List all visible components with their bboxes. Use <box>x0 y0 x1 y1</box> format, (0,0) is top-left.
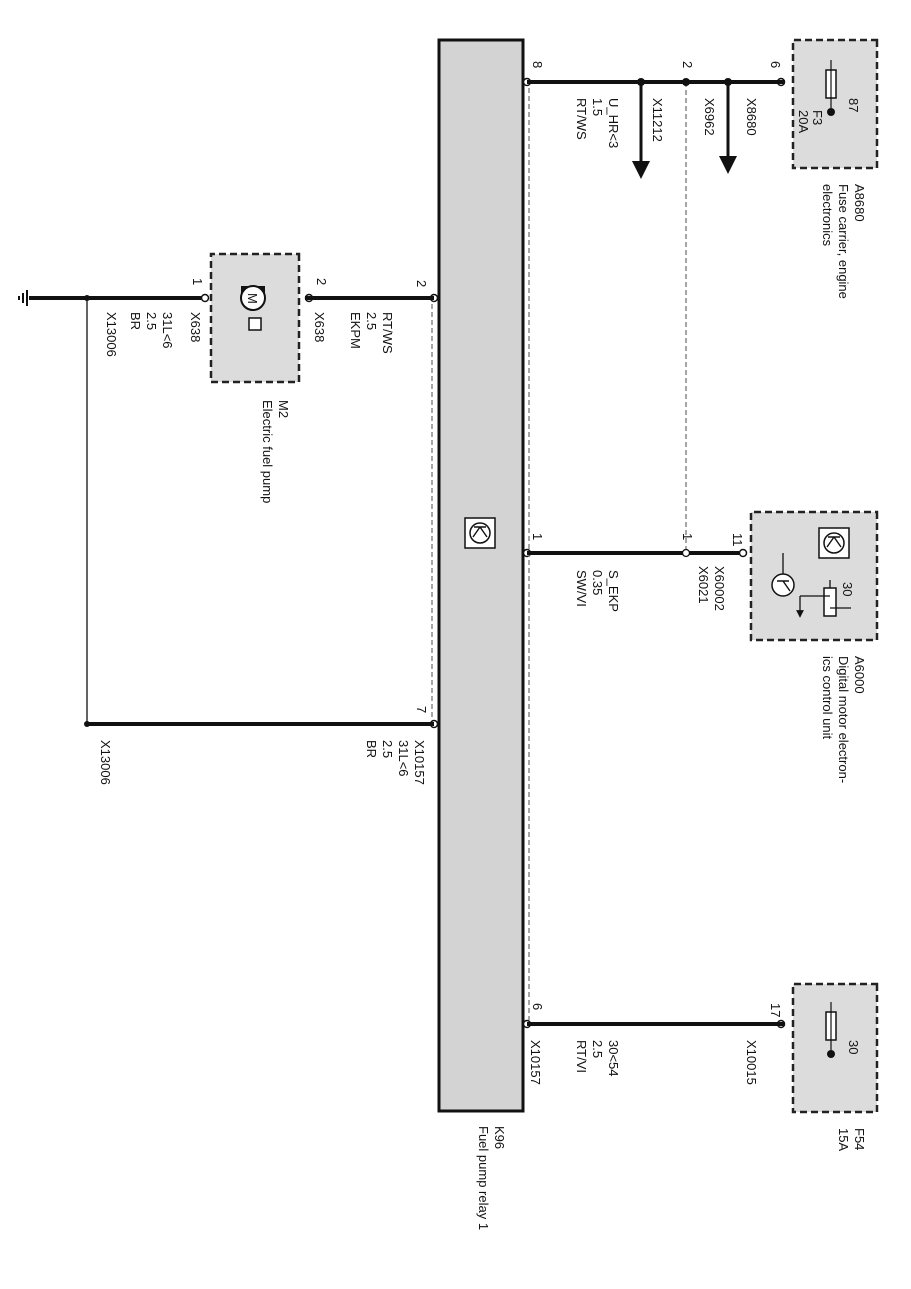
fuse-f3-id: F3 <box>810 110 825 125</box>
fuse-f54: 30 F54 15A 17 X10015 <box>744 982 879 1151</box>
wire-ekpm-signal: EKPM <box>348 312 363 349</box>
pump-id: M2 <box>276 400 291 418</box>
transistor-icon <box>818 527 850 559</box>
fuse-icon <box>825 60 837 116</box>
wire-pump-ground-color: BR <box>128 312 143 330</box>
wire-s-ekp-size: 0.35 <box>590 570 605 595</box>
wire-u-hr-signal: U_HR<3 <box>606 98 621 148</box>
fuse-carrier-a8680: 87 F3 20A A8680 Fuse carrier, engine ele… <box>744 38 879 299</box>
dme-name-2: ics control unit <box>820 656 835 739</box>
wire-term30-size: 2.5 <box>590 1040 605 1058</box>
fuel-pump-m2: M M2 Electric fuel pump 2 1 <box>190 252 329 503</box>
resistor-icon <box>800 580 851 617</box>
dme-pin-11: 11 <box>730 533 745 547</box>
pump-name: Electric fuel pump <box>260 400 275 503</box>
fuse-icon <box>825 1002 837 1058</box>
fuse-f54-box <box>791 982 879 1114</box>
wire-ekpm: X638 EKPM 2.5 RT/WS <box>305 296 434 354</box>
relay-lower-pins: 2 7 <box>414 280 439 729</box>
dme-a6000: 30 11 X60002 X6021 A6000 Digital motor e… <box>696 510 879 783</box>
relay-pin-7: 7 <box>414 706 429 713</box>
conn-x60002: X60002 <box>712 566 727 611</box>
fuse-carrier-name-2: electronics <box>820 184 835 247</box>
splice-pin-2: 2 <box>680 61 695 68</box>
wire-s-ekp: 1 S_EKP 0.35 SW/VI <box>527 533 739 612</box>
wire-term30-color: RT/VI <box>574 1040 589 1073</box>
fuse-carrier-id: A8680 <box>852 184 867 222</box>
fuse-f54-id: F54 <box>852 1128 867 1150</box>
motor-symbol: M <box>245 293 260 304</box>
wire-s-ekp-color: SW/VI <box>574 570 589 607</box>
relay-pin-6: 6 <box>530 1003 545 1010</box>
wire-u-hr-size: 1.5 <box>590 98 605 116</box>
relay-pin-8: 8 <box>530 61 545 68</box>
conn-x6962: X6962 <box>702 98 717 136</box>
pump-pin-1: 1 <box>190 278 205 285</box>
relay-k96: K96 Fuel pump relay 1 <box>437 38 525 1230</box>
wire-relay-ground-signal: 31L<6 <box>396 740 411 777</box>
relay-symbol-icon <box>464 517 496 549</box>
wire-relay-ground: X10157 31L<6 2.5 BR X13006 <box>84 298 434 785</box>
wire-pump-ground-signal: 31L<6 <box>160 312 175 349</box>
wire-u-hr-color: RT/WS <box>574 98 589 140</box>
relay-pin-2: 2 <box>414 280 429 287</box>
wire-s-ekp-signal: S_EKP <box>606 570 621 612</box>
wire-relay-ground-color: BR <box>364 740 379 758</box>
conn-x13006-bottom: X13006 <box>98 740 113 785</box>
fuse-f3-pin-87: 87 <box>846 98 861 112</box>
fuse-carrier-name-1: Fuse carrier, engine <box>836 184 851 299</box>
conn-x10157-pin6: X10157 <box>528 1040 543 1085</box>
relay-pin-1: 1 <box>530 533 545 540</box>
f54-pin-17: 17 <box>768 1003 783 1017</box>
wire-relay-ground-size: 2.5 <box>380 740 395 758</box>
conn-x11212: X11212 <box>650 98 665 142</box>
wire-pump-ground-size: 2.5 <box>144 312 159 330</box>
branch-x6962: 2 X6962 <box>680 61 737 174</box>
conn-x13006-top: X13006 <box>104 312 119 357</box>
fuse-carrier-pin-6: 6 <box>768 61 783 68</box>
dme-pin-30: 30 <box>840 582 855 596</box>
dme-splice-pin-1: 1 <box>680 533 695 540</box>
wire-u-hr: U_HR<3 1.5 RT/WS <box>527 78 785 148</box>
conn-x10157-pin7: X10157 <box>412 740 427 785</box>
relay-upper-pins: 8 1 6 <box>522 61 545 1029</box>
conn-x638-pin1: X638 <box>188 312 203 342</box>
wire-ekpm-color: RT/WS <box>380 312 395 354</box>
relay-name: Fuel pump relay 1 <box>476 1126 491 1230</box>
conn-x638-pin2: X638 <box>312 312 327 342</box>
conn-x6021: X6021 <box>696 566 711 604</box>
fuse-carrier-box <box>791 38 879 170</box>
conn-x8680: X8680 <box>744 98 759 136</box>
wire-term30: 30<54 2.5 RT/VI X10157 <box>527 1022 785 1085</box>
wire-term30-signal: 30<54 <box>606 1040 621 1077</box>
pump-pin-2: 2 <box>314 278 329 285</box>
fuse-f54-pin-30: 30 <box>846 1040 861 1054</box>
conn-x10015: X10015 <box>744 1040 759 1085</box>
motor-icon: M <box>240 285 266 331</box>
fuse-f54-rating: 15A <box>836 1128 851 1151</box>
wire-ekpm-size: 2.5 <box>364 312 379 330</box>
dme-box <box>749 510 879 642</box>
wire-pump-ground: X638 31L<6 2.5 BR X13006 <box>18 290 203 357</box>
relay-id: K96 <box>492 1126 507 1149</box>
ground-icon <box>18 290 28 306</box>
branch-x11212: X11212 <box>632 82 665 179</box>
relay-body <box>437 38 525 1113</box>
dme-id: A6000 <box>852 656 867 694</box>
dme-name-1: Digital motor electron- <box>836 656 851 783</box>
fuse-f3-rating: 20A <box>796 110 811 133</box>
